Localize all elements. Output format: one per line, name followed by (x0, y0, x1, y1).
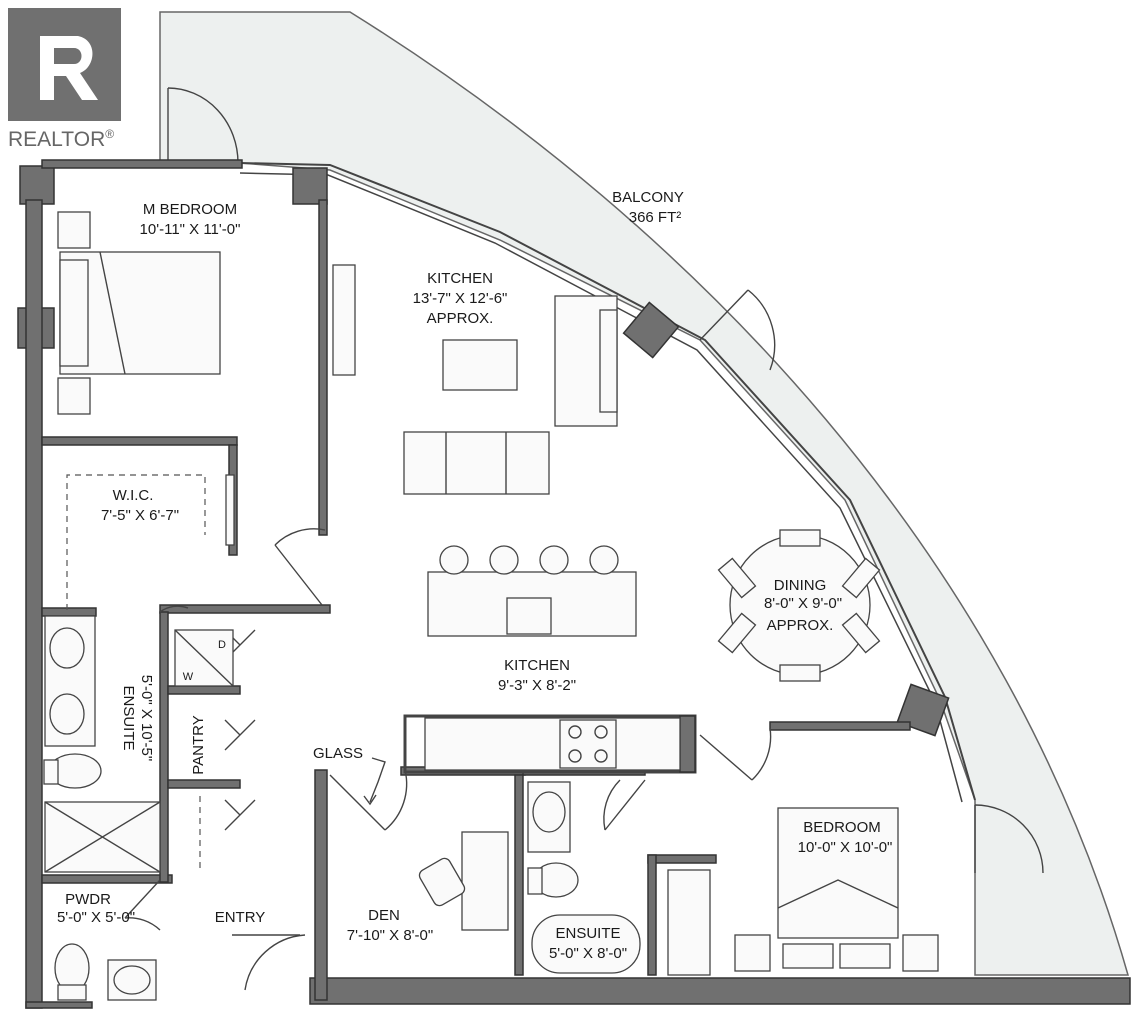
ensuite-main-dims: 5'-0" X 10'-5" (138, 675, 155, 761)
balcony-door-right (699, 289, 776, 371)
balcony-door-top (167, 87, 239, 164)
bedroom-furniture (667, 807, 939, 976)
living-note: APPROX. (427, 310, 494, 327)
den-name: DEN (368, 907, 400, 924)
wic-name: W.I.C. (113, 487, 154, 504)
den-dims: 7'-10" X 8'-0" (347, 927, 433, 944)
logo-brand: REALTOR (8, 128, 105, 151)
bedroom-name: BEDROOM (803, 819, 881, 836)
balcony-door-bottom (974, 804, 1044, 874)
living-name: KITCHEN (427, 270, 493, 287)
living-dims: 13'-7" X 12'-6" (413, 290, 508, 307)
den-desk (418, 831, 509, 931)
exterior-walls (25, 159, 1131, 1009)
dining-dims: 8'-0" X 9'-0" (764, 595, 842, 612)
kitchen-island (427, 545, 637, 637)
svg-text:REALTOR®: REALTOR® (8, 127, 114, 151)
interior-walls (41, 199, 911, 1001)
pwdr-dims: 5'-0" X 5'-0" (57, 909, 135, 926)
balcony-name: BALCONY (612, 189, 684, 206)
kitchen-name: KITCHEN (504, 657, 570, 674)
pantry-name: PANTRY (190, 715, 207, 774)
laundry-units (174, 629, 234, 687)
dining-note: APPROX. (767, 617, 834, 634)
glass-label: GLASS (313, 745, 363, 762)
ensuite2-fixtures (527, 781, 641, 974)
ensuite-fixtures (43, 615, 161, 873)
entry-name: ENTRY (215, 909, 266, 926)
dryer-label: D (218, 639, 226, 651)
wic-dims: 7'-5" X 6'-7" (101, 507, 179, 524)
powder-fixtures (54, 943, 157, 1001)
dining-name: DINING (774, 577, 827, 594)
ensuite-2-name: ENSUITE (555, 925, 620, 942)
realtor-logo: REALTOR® (8, 8, 121, 151)
logo-registered-mark: ® (105, 127, 114, 141)
living-furniture (332, 264, 618, 495)
balcony-area: 366 FT² (629, 209, 682, 226)
bedroom-dims: 10'-0" X 10'-0" (798, 839, 893, 856)
interior-doors (124, 528, 772, 991)
balcony-area (159, 11, 1129, 976)
ensuite-main-label: ENSUITE (120, 685, 137, 750)
master-bed (57, 211, 221, 415)
glass-pointer-arrowhead (363, 794, 377, 806)
kitchen-counter (424, 717, 681, 771)
washer-label: W (183, 671, 194, 683)
m-bedroom-name: M BEDROOM (143, 201, 237, 218)
pwdr-name: PWDR (65, 891, 111, 908)
m-bedroom-dims: 10'-11" X 11'-0" (140, 221, 241, 238)
closet-outlines (66, 474, 235, 870)
kitchen-dims: 9'-3" X 8'-2" (498, 677, 576, 694)
ensuite-2-dims: 5'-0" X 8'-0" (549, 945, 627, 962)
glass-pointer-arrow (369, 757, 386, 803)
dining-table (717, 529, 881, 682)
